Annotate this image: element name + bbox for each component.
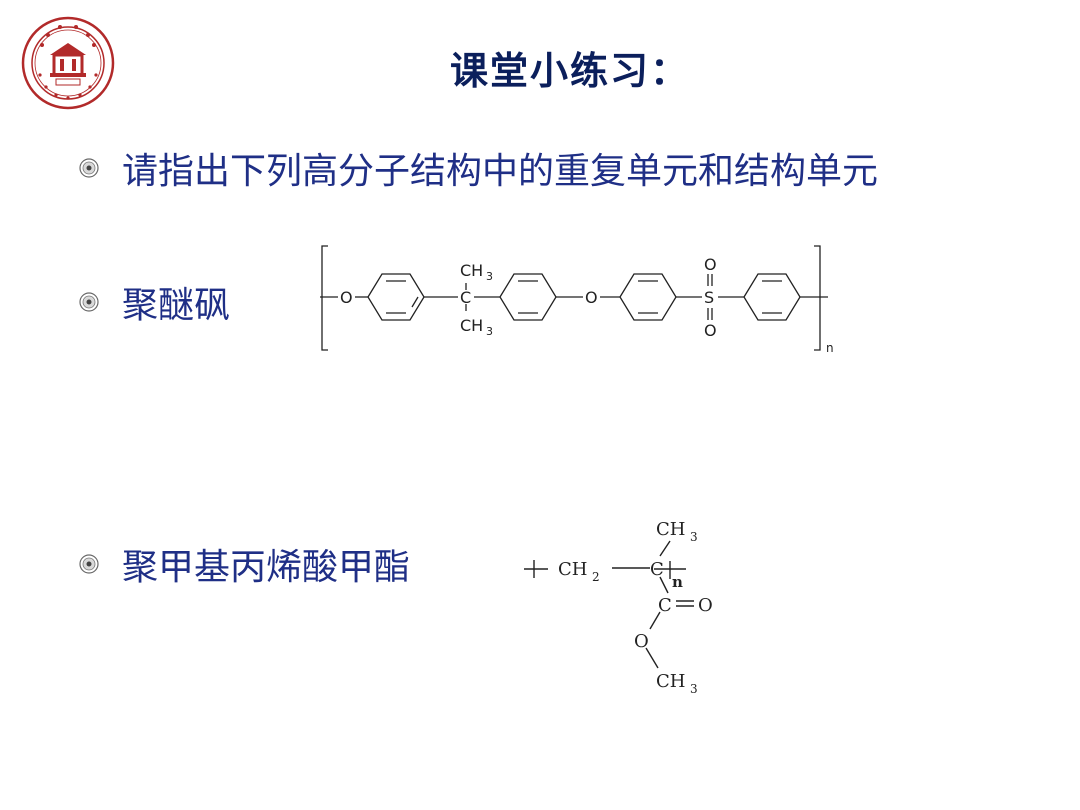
pmma-ch3-top: CH — [656, 519, 685, 540]
pes-ch3-top: CH — [460, 261, 483, 280]
bullet-item-question: 请指出下列高分子结构中的重复单元和结构单元 — [78, 142, 878, 194]
pes-o-mid: O — [585, 288, 598, 307]
bullet-item-pes: 聚醚砜 — [78, 276, 230, 328]
pmma-c: C — [650, 559, 664, 580]
pmma-ch2-sub: 2 — [592, 570, 600, 584]
flower-bullet-icon — [79, 554, 99, 574]
bullet-text: 聚甲基丙烯酸甲酯 — [122, 547, 411, 588]
flower-bullet-icon — [79, 158, 99, 178]
pes-c: C — [460, 288, 471, 307]
pes-o-left: O — [340, 288, 353, 307]
pmma-ch3-bottom-sub: 3 — [690, 682, 698, 696]
pes-sub3-bottom: 3 — [486, 325, 493, 338]
flower-bullet-icon — [79, 292, 99, 312]
bullet-item-pmma: 聚甲基丙烯酸甲酯 — [78, 538, 410, 590]
pmma-ch3-top-sub: 3 — [690, 530, 698, 544]
bullet-text: 请指出下列高分子结构中的重复单元和结构单元 — [122, 151, 879, 192]
pmma-o-double: O — [698, 595, 713, 616]
pes-o-s-top: O — [704, 255, 717, 274]
pes-n: n — [826, 341, 834, 355]
university-seal-icon — [21, 16, 115, 110]
pmma-o-ester: O — [634, 631, 649, 652]
pes-o-s-bottom: O — [704, 321, 717, 340]
pes-s: S — [704, 288, 714, 307]
pmma-c-carbonyl: C — [658, 595, 672, 616]
pmma-n: n — [672, 573, 683, 591]
pmma-ch3-bottom: CH — [656, 671, 685, 692]
pes-structure-diagram: O CH 3 C CH 3 O S O O n — [320, 245, 834, 355]
pmma-ch2: CH — [558, 559, 587, 580]
pmma-structure-diagram: CH 2 C n CH 3 C O O CH 3 — [524, 519, 713, 696]
slide-title: 课堂小练习： — [449, 49, 690, 93]
bullet-text: 聚醚砜 — [122, 285, 231, 326]
pes-ch3-bottom: CH — [460, 316, 483, 335]
pes-sub3-top: 3 — [486, 270, 493, 283]
